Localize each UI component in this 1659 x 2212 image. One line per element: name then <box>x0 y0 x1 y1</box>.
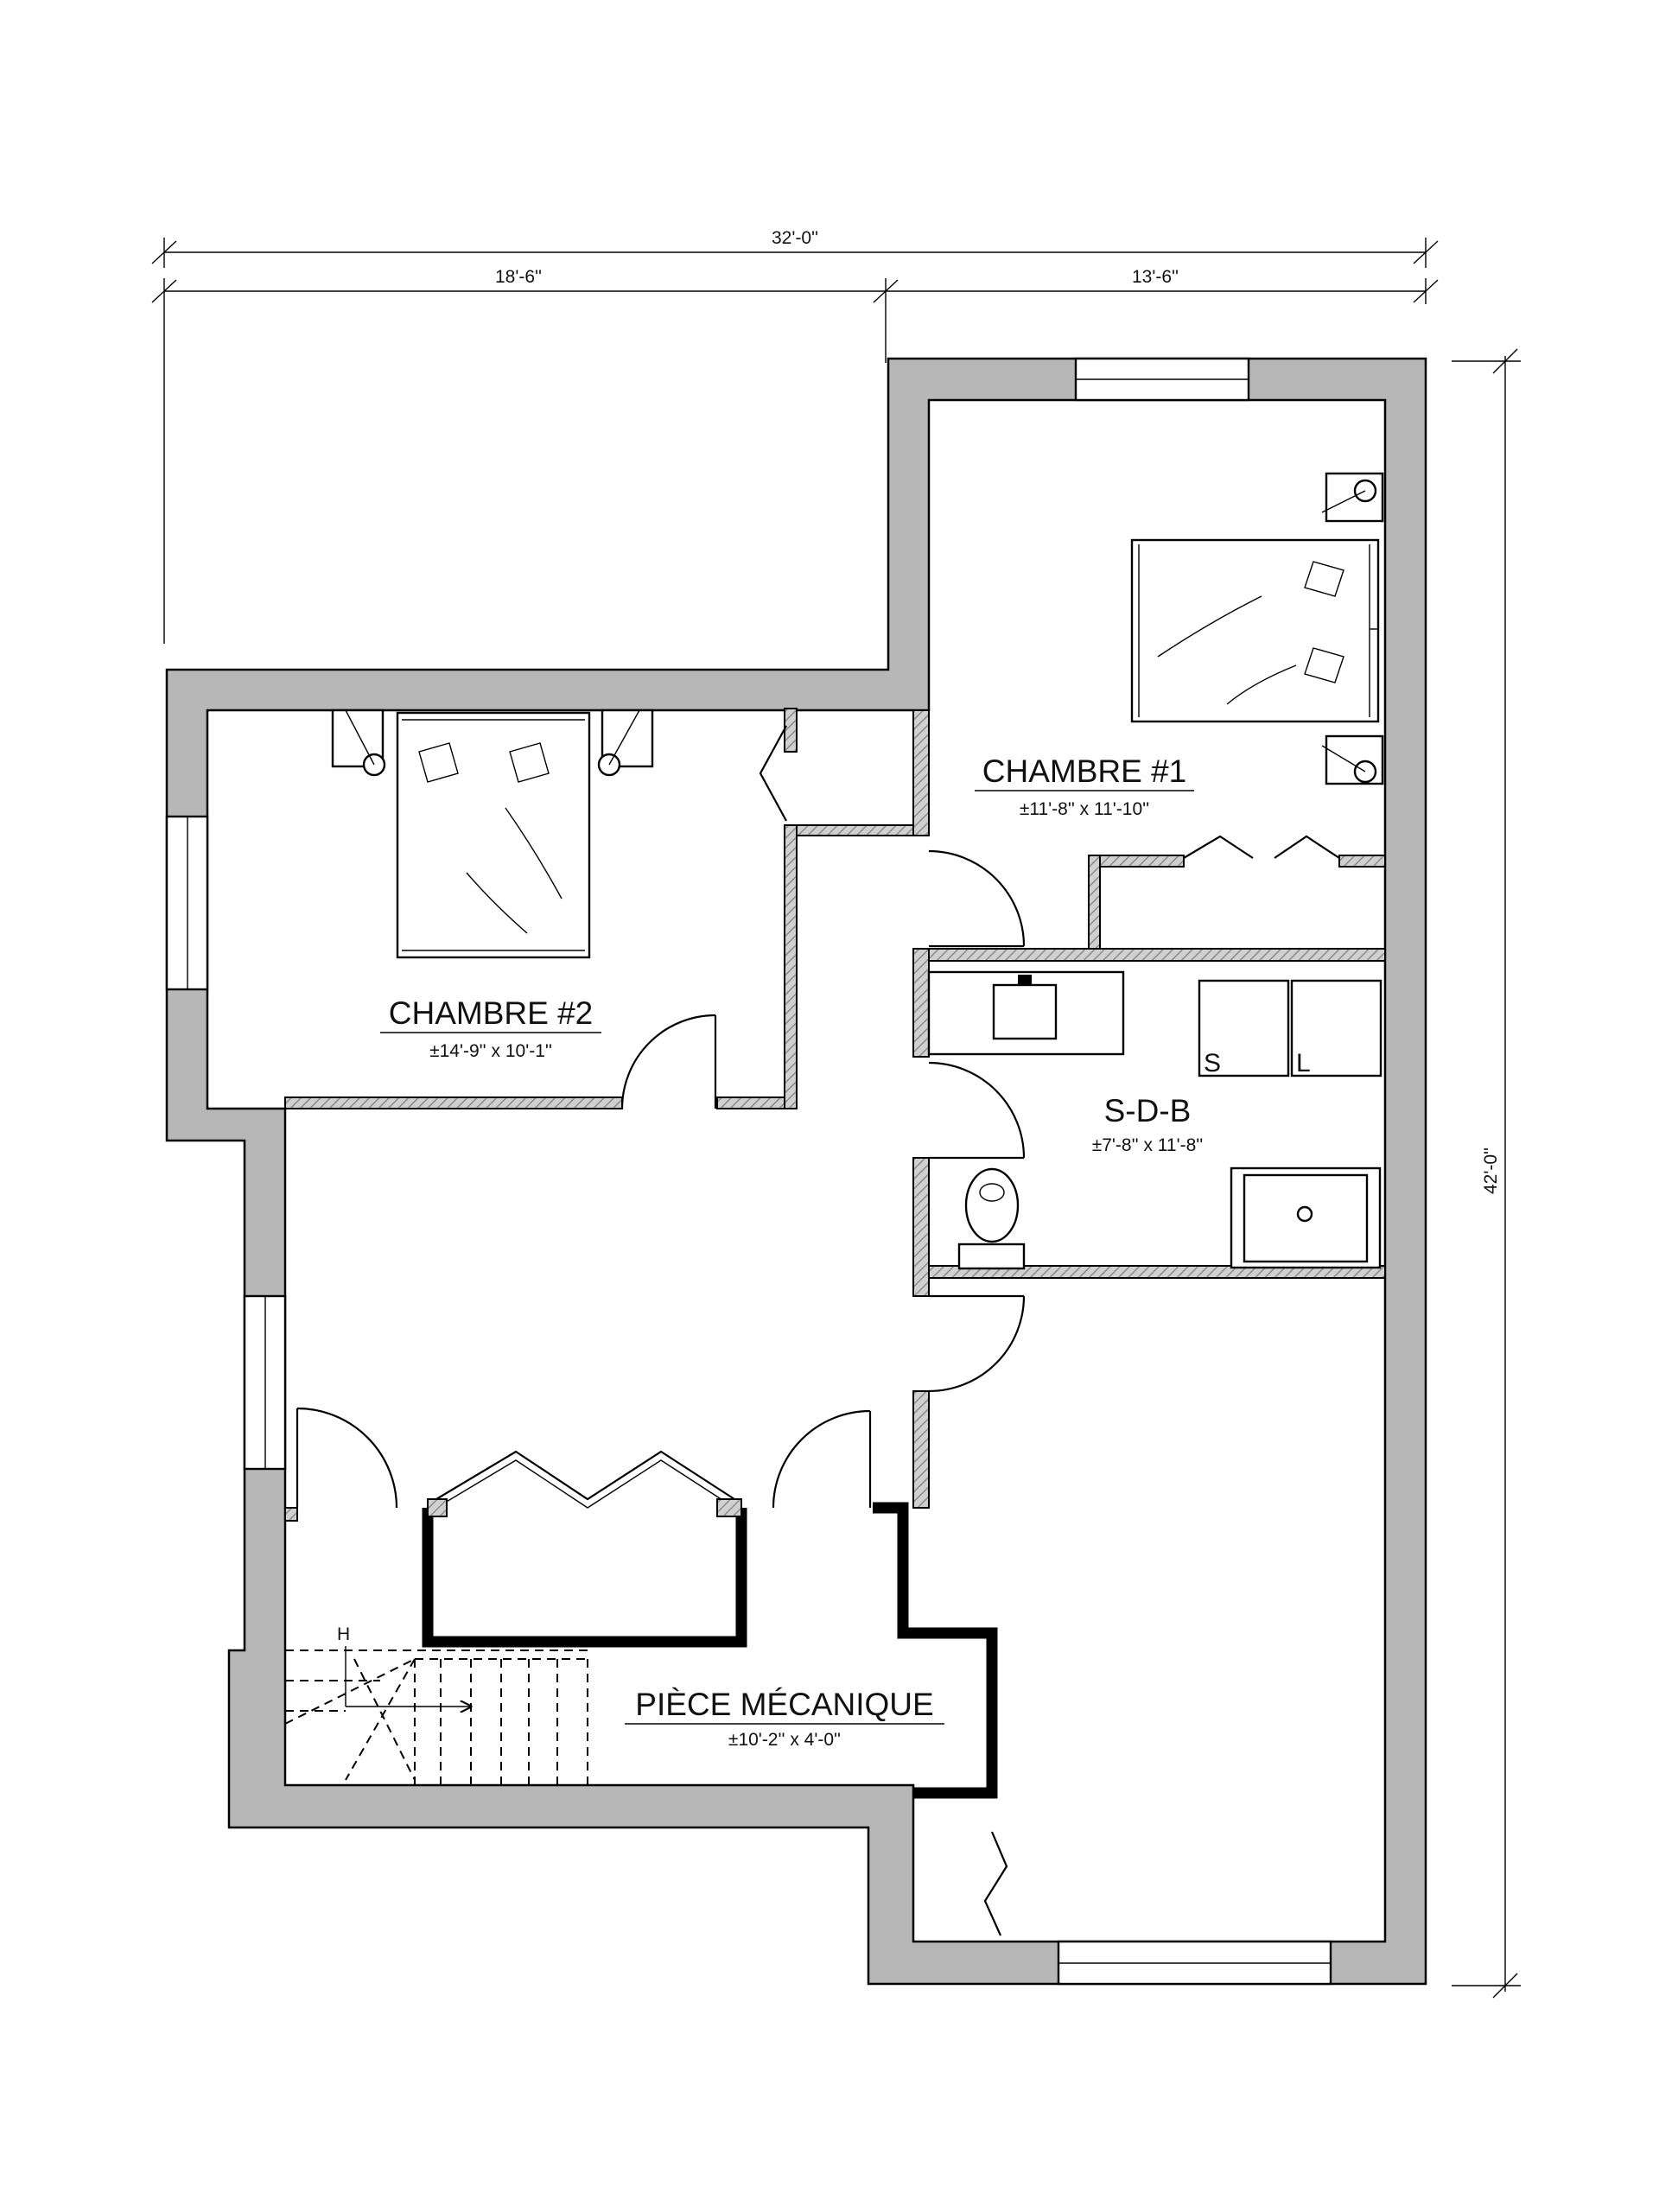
stair-marker-label: H <box>337 1624 350 1644</box>
bed-chambre-1 <box>1130 472 1384 785</box>
room-name-chambre-2: CHAMBRE #2 <box>389 995 593 1031</box>
nightstand-2a <box>331 709 385 768</box>
laundry-label: L <box>1296 1049 1311 1077</box>
room-size-mecanique: ±10'-2'' x 4'-0'' <box>728 1730 841 1750</box>
room-size-chambre-2: ±14'-9'' x 10'-1'' <box>429 1041 552 1061</box>
mechanical-walls <box>422 1502 998 1799</box>
bathroom-fixtures: S L <box>927 970 1382 1270</box>
dimension-lines: 32'-0'' 18'-6'' 13'-6'' 42'-0'' <box>151 228 1521 1999</box>
overall-depth-dimension: 42'-0'' <box>1481 1147 1501 1194</box>
exterior-walls <box>165 357 1427 1986</box>
sink-icon <box>992 983 1058 1040</box>
room-name-chambre-1: CHAMBRE #1 <box>982 753 1186 789</box>
left-segment-dimension: 18'-6'' <box>495 267 542 287</box>
bed-2 <box>396 711 591 959</box>
laundry-cabinet <box>1290 979 1382 1077</box>
room-size-sdb: ±7'-8'' x 11'-8'' <box>1092 1135 1204 1155</box>
bed-1 <box>1130 538 1380 723</box>
sink-label: S <box>1204 1049 1221 1077</box>
room-size-chambre-1: ±11'-8'' x 11'-10'' <box>1020 799 1149 819</box>
stairs: H <box>284 1624 588 1785</box>
room-name-sdb: S-D-B <box>1104 1093 1192 1128</box>
toilet-tank <box>957 1243 1026 1270</box>
room-name-mecanique: PIÈCE MÉCANIQUE <box>635 1687 933 1722</box>
shower-drain-icon <box>1296 1205 1313 1223</box>
right-segment-dimension: 13'-6'' <box>1132 267 1179 287</box>
room-labels: CHAMBRE #1 ±11'-8'' x 11'-10'' CHAMBRE #… <box>380 753 1203 1750</box>
toilet-icon <box>964 1167 1020 1243</box>
bed-chambre-2 <box>331 709 654 959</box>
overall-width-dimension: 32'-0'' <box>772 228 818 248</box>
interior-walls <box>284 708 1386 1522</box>
sink-cabinet <box>1198 979 1290 1077</box>
doors <box>296 725 1340 1936</box>
